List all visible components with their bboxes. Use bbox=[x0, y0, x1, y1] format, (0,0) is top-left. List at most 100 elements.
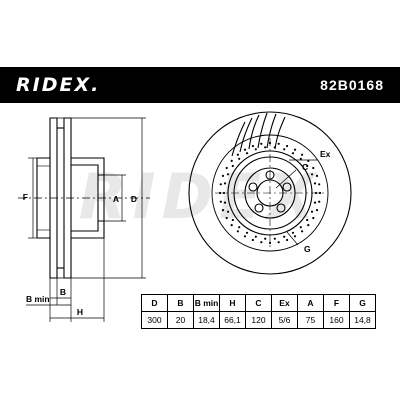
vent-dot bbox=[219, 200, 222, 203]
vent-dots bbox=[218, 141, 322, 245]
vent-dot bbox=[299, 226, 302, 229]
label-f: F bbox=[23, 192, 28, 202]
vent-dot bbox=[231, 218, 234, 222]
vent-dot bbox=[238, 157, 241, 160]
spec-value-a: 75 bbox=[297, 311, 324, 329]
vent-dot bbox=[225, 166, 228, 170]
vent-dot bbox=[260, 142, 263, 145]
label-a: A bbox=[113, 194, 119, 204]
brand-logo: RIDEX. bbox=[16, 74, 101, 96]
spec-header-c: C bbox=[245, 294, 272, 312]
vent-dot bbox=[245, 152, 249, 155]
spec-value-h: 66,1 bbox=[219, 311, 246, 329]
vent-dot bbox=[318, 191, 322, 195]
spec-header-d: D bbox=[141, 294, 168, 312]
spec-value-ex: 5/6 bbox=[271, 311, 298, 329]
part-number: 82B0168 bbox=[320, 77, 384, 93]
vent-dot bbox=[231, 164, 234, 168]
vent-dot bbox=[273, 146, 276, 149]
vent-dot bbox=[293, 148, 297, 151]
vent-dot bbox=[254, 235, 257, 238]
specs-value-row: 300 20 18,4 66,1 120 5/6 75 160 14,8 bbox=[141, 311, 376, 329]
specs-header-row: D B B min H C Ex A F G bbox=[141, 294, 376, 312]
vent-dot bbox=[286, 238, 289, 242]
vent-dot bbox=[306, 164, 309, 168]
vent-dot bbox=[268, 141, 272, 145]
vent-dot bbox=[225, 216, 228, 220]
vent-dot bbox=[310, 210, 314, 213]
spec-value-d: 300 bbox=[141, 311, 168, 329]
vent-dot bbox=[223, 182, 227, 185]
vent-dot bbox=[313, 201, 317, 204]
vent-dot bbox=[286, 144, 289, 148]
vent-dot bbox=[291, 231, 295, 234]
vent-dot bbox=[306, 218, 309, 222]
label-ex: Ex bbox=[320, 149, 331, 159]
vent-dot bbox=[260, 241, 263, 244]
vent-dot bbox=[314, 191, 318, 195]
vent-dot bbox=[318, 200, 321, 203]
vent-dot bbox=[268, 241, 272, 245]
label-d: D bbox=[131, 194, 137, 204]
vent-dot bbox=[221, 209, 225, 212]
spec-value-c: 120 bbox=[245, 311, 272, 329]
vent-dot bbox=[223, 201, 227, 204]
vent-dot bbox=[236, 230, 239, 233]
spec-header-b-min: B min bbox=[193, 294, 220, 312]
vent-dot bbox=[307, 159, 310, 162]
vent-dot bbox=[318, 183, 321, 186]
spec-header-g: G bbox=[349, 294, 376, 312]
spec-header-a: A bbox=[297, 294, 324, 312]
vent-dot bbox=[301, 230, 304, 233]
label-b-min: B min bbox=[26, 294, 50, 304]
vent-dot bbox=[277, 241, 280, 244]
label-g: G bbox=[304, 244, 311, 254]
spec-header-ex: Ex bbox=[271, 294, 298, 312]
vent-dot bbox=[251, 144, 254, 148]
vent-dot bbox=[312, 166, 315, 170]
front-view bbox=[188, 111, 352, 275]
vent-dot bbox=[313, 182, 317, 185]
vent-dot bbox=[218, 191, 222, 195]
vent-dot bbox=[310, 173, 314, 176]
spec-value-b: 20 bbox=[167, 311, 194, 329]
vent-dot bbox=[264, 146, 267, 149]
vent-dot bbox=[283, 148, 286, 151]
vent-dot bbox=[283, 235, 286, 238]
vent-dot bbox=[315, 174, 319, 177]
vent-dot bbox=[230, 224, 233, 227]
vent-dot bbox=[238, 226, 241, 229]
vent-dot bbox=[315, 209, 319, 212]
vent-dot bbox=[226, 173, 230, 176]
vent-dot bbox=[226, 210, 230, 213]
vent-dot bbox=[236, 153, 239, 156]
label-c: C bbox=[302, 162, 308, 172]
vent-dot bbox=[219, 183, 222, 186]
vent-dot bbox=[254, 148, 257, 151]
vent-dot bbox=[293, 235, 297, 238]
label-b: B bbox=[60, 287, 66, 297]
spec-header-h: H bbox=[219, 294, 246, 312]
spec-header-b: B bbox=[167, 294, 194, 312]
label-h: H bbox=[77, 307, 83, 317]
header-bar: RIDEX. 82B0168 bbox=[0, 67, 400, 103]
side-view bbox=[18, 117, 150, 322]
vent-dot bbox=[273, 237, 276, 240]
spec-header-f: F bbox=[323, 294, 350, 312]
spec-value-g: 14,8 bbox=[349, 311, 376, 329]
vent-dot bbox=[251, 238, 254, 242]
vent-dot bbox=[243, 148, 247, 151]
specs-table: D B B min H C Ex A F G 300 20 18,4 66,1 … bbox=[141, 294, 376, 329]
vent-dot bbox=[264, 237, 267, 240]
vent-dot bbox=[307, 224, 310, 227]
spec-value-b-min: 18,4 bbox=[193, 311, 220, 329]
vent-dot bbox=[221, 174, 225, 177]
spec-value-f: 160 bbox=[323, 311, 350, 329]
vent-dot bbox=[291, 152, 295, 155]
vent-dot bbox=[312, 216, 315, 220]
vent-dot bbox=[301, 153, 304, 156]
vent-dot bbox=[277, 142, 280, 145]
vent-dot bbox=[245, 231, 249, 234]
vent-dot bbox=[222, 191, 226, 195]
